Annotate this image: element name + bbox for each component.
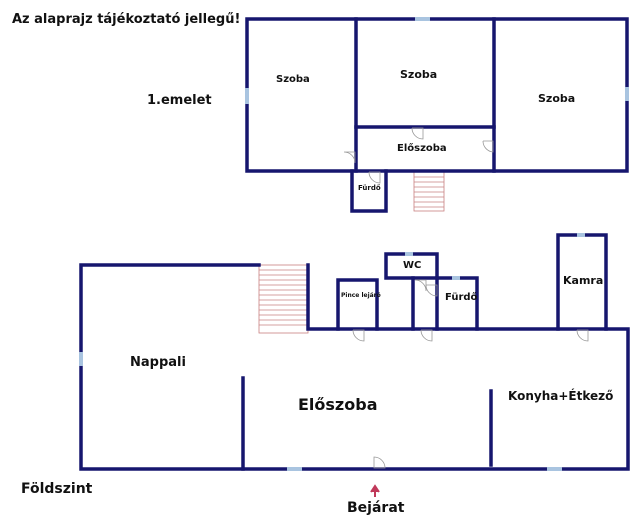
disclaimer-title: Az alaprajz tájékoztató jellegű!: [12, 12, 241, 27]
room-label: Nappali: [130, 355, 186, 370]
door: [576, 329, 589, 342]
room-label: Fürdő: [445, 292, 478, 303]
upper-floor-label: 1.emelet: [147, 93, 212, 108]
door: [420, 329, 433, 342]
door: [482, 140, 494, 153]
room-label: Előszoba: [397, 143, 447, 154]
room-label: WC: [403, 260, 422, 271]
ground-floor-label: Földszint: [21, 481, 93, 497]
entrance-label: Bejárat: [347, 500, 405, 516]
door: [343, 151, 356, 164]
door: [368, 171, 381, 184]
door: [352, 329, 365, 342]
entrance-door: [373, 456, 386, 469]
door: [425, 284, 438, 297]
room-label: Szoba: [276, 74, 310, 85]
staircase-upper: [413, 171, 445, 212]
upper-floor-plan: [245, 17, 629, 213]
room-label: Előszoba: [298, 395, 378, 414]
room-label: Szoba: [538, 92, 576, 105]
door: [411, 127, 424, 140]
room-label: Fürdő: [358, 184, 381, 192]
ground-floor-plan: [79, 233, 630, 497]
room-label: Kamra: [563, 274, 604, 287]
room-label: Pince lejáró: [341, 292, 381, 299]
room-label: Szoba: [400, 68, 438, 81]
room-label: Konyha+Étkező: [508, 389, 614, 403]
entrance-arrow-icon: [370, 484, 380, 497]
door: [414, 279, 427, 292]
staircase-ground: [258, 264, 309, 334]
